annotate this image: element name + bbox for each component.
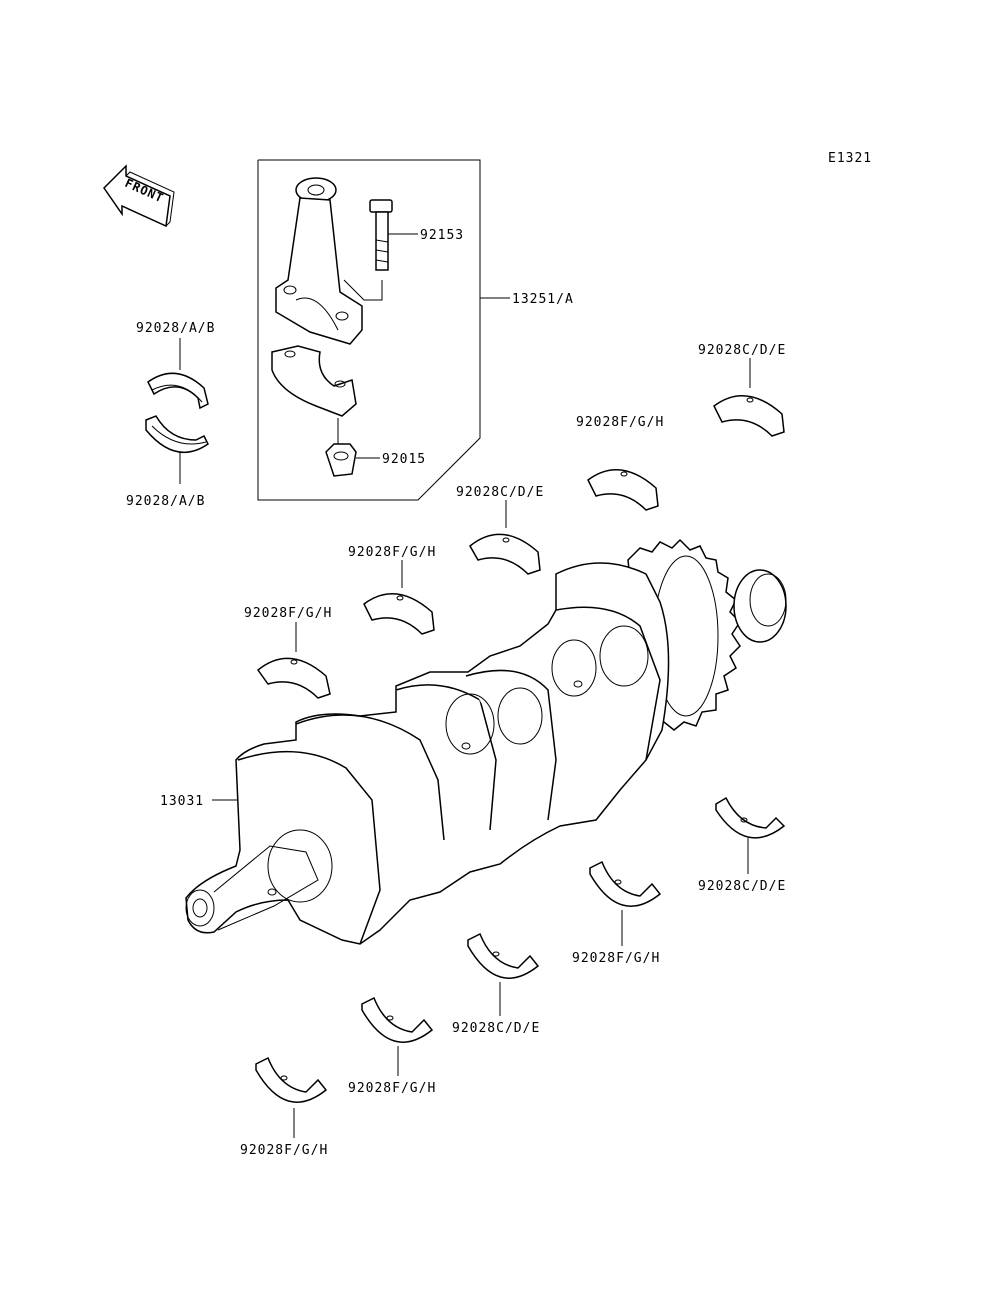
diagram-code: E1321 bbox=[828, 151, 872, 166]
main-bearing-upper-3 bbox=[469, 533, 541, 575]
main-bearing-upper-5 bbox=[713, 395, 785, 437]
label-main-bearing-1: 92028F/G/H bbox=[244, 606, 332, 621]
conrod-assembly-bracket bbox=[257, 159, 481, 501]
label-conrod-bearing-upper: 92028/A/B bbox=[136, 321, 215, 336]
connecting-rod-cap bbox=[271, 345, 357, 417]
lower-bearing-5 bbox=[255, 1056, 328, 1103]
label-main-bearing-4: 92028F/G/H bbox=[576, 415, 664, 430]
label-lower-bearing-3: 92028C/D/E bbox=[452, 1021, 540, 1036]
conrod-bolt bbox=[369, 199, 393, 271]
label-lower-bearing-2: 92028F/G/H bbox=[572, 951, 660, 966]
front-arrow-icon: FRONT bbox=[103, 164, 175, 228]
label-crankshaft: 13031 bbox=[160, 794, 204, 809]
label-conrod-bearing-lower: 92028/A/B bbox=[126, 494, 205, 509]
label-main-bearing-5: 92028C/D/E bbox=[698, 343, 786, 358]
main-bearing-upper-4 bbox=[587, 469, 659, 511]
lower-bearing-4 bbox=[361, 996, 434, 1043]
conrod-nut bbox=[325, 443, 357, 477]
conrod-bearing-lower bbox=[145, 415, 209, 453]
label-lower-bearing-4: 92028F/G/H bbox=[348, 1081, 436, 1096]
main-bearing-upper-1 bbox=[256, 657, 331, 699]
label-main-bearing-2: 92028F/G/H bbox=[348, 545, 436, 560]
label-main-bearing-3: 92028C/D/E bbox=[456, 485, 544, 500]
lower-bearing-3 bbox=[467, 932, 540, 979]
main-bearing-upper-2 bbox=[363, 593, 435, 635]
conrod-bearing-upper bbox=[147, 372, 209, 410]
lower-bearing-1 bbox=[715, 796, 786, 839]
lower-bearing-2 bbox=[589, 860, 662, 907]
label-conrod-assembly: 13251/A bbox=[512, 292, 574, 307]
label-conrod-nut: 92015 bbox=[382, 452, 426, 467]
connecting-rod bbox=[275, 177, 363, 345]
label-lower-bearing-1: 92028C/D/E bbox=[698, 879, 786, 894]
label-lower-bearing-5: 92028F/G/H bbox=[240, 1143, 328, 1158]
crankshaft bbox=[185, 538, 787, 945]
label-conrod-bolt: 92153 bbox=[420, 228, 464, 243]
